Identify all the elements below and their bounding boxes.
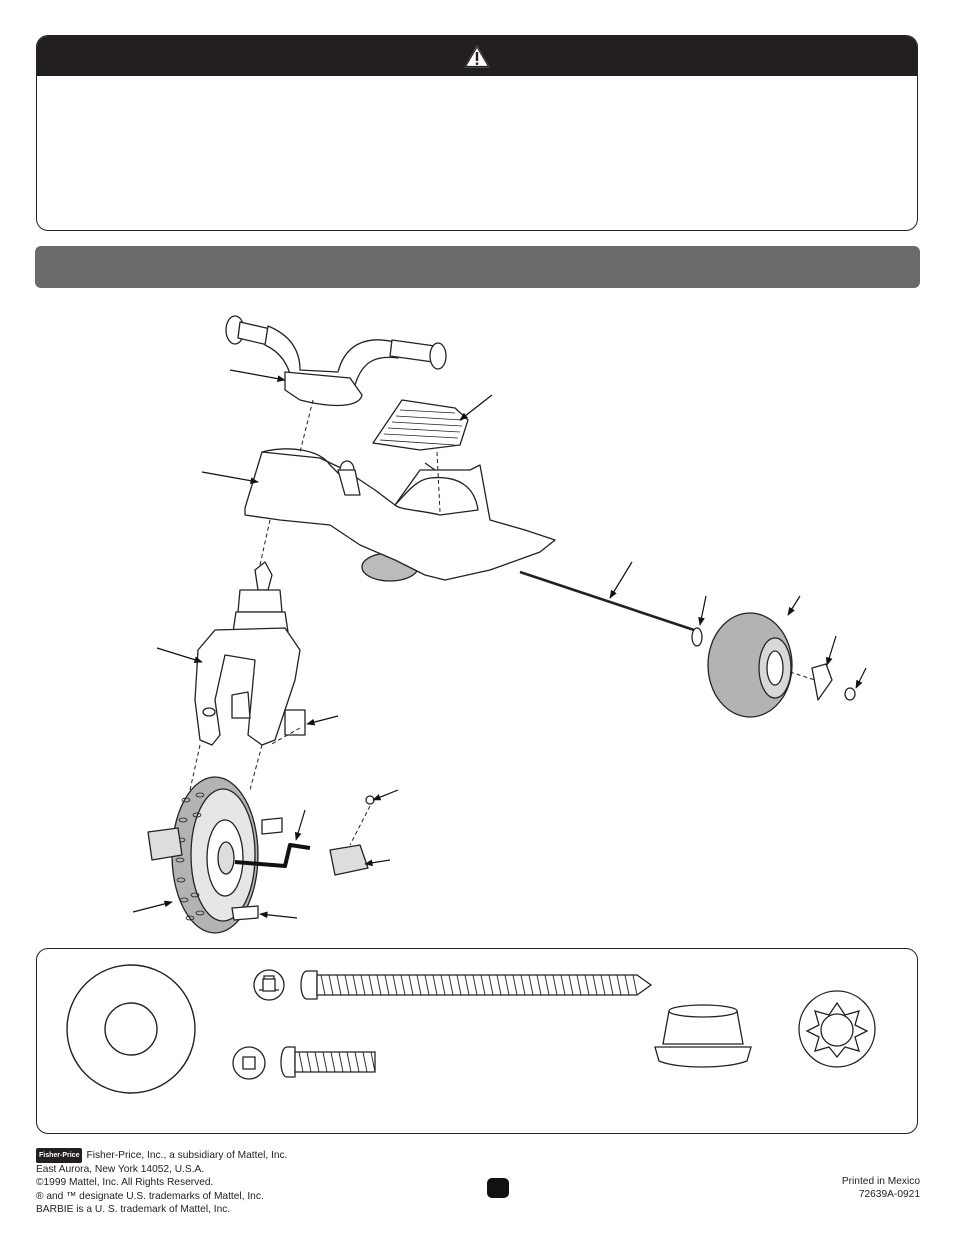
copyright-line: ©1999 Mattel, Inc. All Rights Reserved. bbox=[36, 1177, 214, 1189]
fisher-price-logo: Fisher-Price bbox=[36, 1148, 83, 1164]
page-number-badge bbox=[487, 1178, 509, 1198]
tricycle-exploded-diagram bbox=[132, 315, 867, 934]
section-header-bar bbox=[35, 246, 920, 288]
crank-axle bbox=[234, 843, 311, 868]
handlebar bbox=[225, 315, 447, 407]
long-screw-part bbox=[253, 969, 653, 1001]
footrest bbox=[372, 399, 469, 451]
front-fork bbox=[194, 561, 306, 746]
left-pedal bbox=[147, 827, 183, 861]
trademark-line: ® and ™ designate U.S. trademarks of Mat… bbox=[36, 1190, 264, 1202]
rear-axle bbox=[519, 570, 701, 634]
warning-header bbox=[37, 36, 917, 76]
code-line: 72639A-0921 bbox=[858, 1189, 920, 1201]
company-line: Fisher-Price, Inc., a subsidiary of Matt… bbox=[86, 1150, 288, 1161]
barbie-line: BARBIE is a U. S. trademark of Mattel, I… bbox=[36, 1203, 231, 1215]
cap-nut-part bbox=[654, 1004, 752, 1068]
warning-box bbox=[36, 35, 918, 231]
footer-print-info: Printed in Mexico 72639A-0921 bbox=[842, 1175, 920, 1201]
printed-line: Printed in Mexico bbox=[841, 1176, 920, 1187]
hardware-parts-box bbox=[36, 948, 918, 1134]
star-washer-part bbox=[798, 990, 876, 1068]
tricycle-body bbox=[244, 448, 556, 582]
washer-part bbox=[66, 964, 196, 1094]
callout-arrows bbox=[132, 369, 867, 919]
assembly-dashed-lines bbox=[189, 399, 816, 846]
short-screw-part bbox=[232, 1046, 376, 1080]
rear-wheel bbox=[691, 612, 856, 718]
address-line: East Aurora, New York 14052, U.S.A. bbox=[36, 1164, 205, 1176]
right-pedal bbox=[329, 844, 369, 876]
warning-triangle-icon bbox=[461, 42, 493, 69]
